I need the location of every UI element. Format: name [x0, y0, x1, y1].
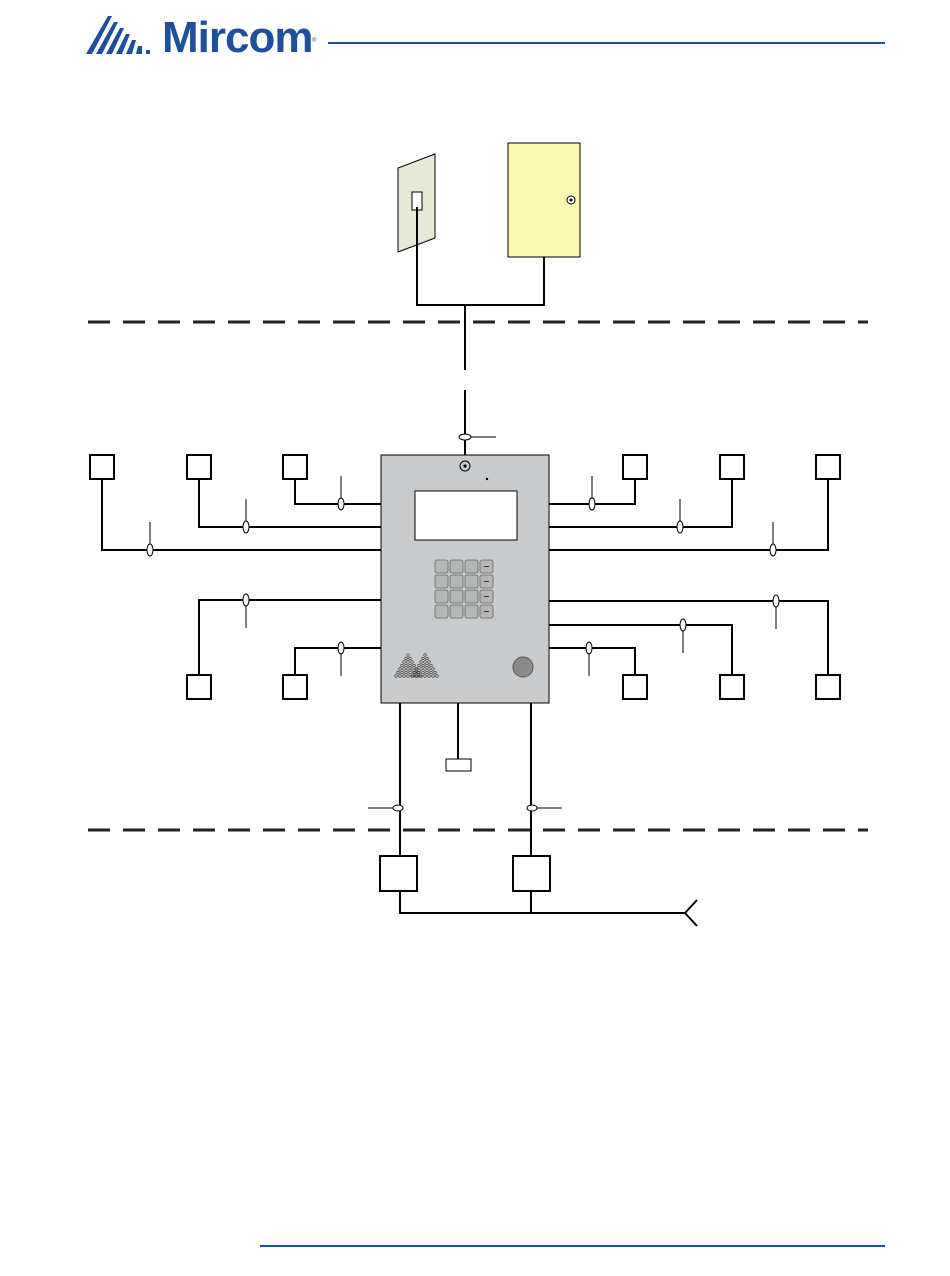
keypad-key [450, 560, 463, 573]
top-cable-marker [459, 434, 496, 440]
station-left-3 [283, 455, 307, 479]
cable-marker [338, 498, 344, 510]
station-left-2 [187, 455, 211, 479]
cable-marker [680, 619, 686, 631]
cable-marker [589, 498, 595, 510]
bottom-wiring [400, 703, 697, 926]
cable-marker [677, 521, 683, 533]
keypad-key [435, 560, 448, 573]
station-left-1 [90, 455, 114, 479]
station-right-6 [816, 675, 840, 699]
panel-camera-icon [513, 657, 533, 677]
bottom-cable-markers [368, 805, 562, 811]
station-left-5 [283, 675, 307, 699]
station-left-4 [187, 675, 211, 699]
keypad-key [465, 560, 478, 573]
footer-divider [260, 1245, 885, 1247]
station-right-4 [623, 675, 647, 699]
keypad-key [450, 605, 463, 618]
station-wire [295, 479, 381, 504]
station-wire [295, 648, 381, 675]
panel-indicator-icon [486, 478, 488, 480]
bottom-module-right [513, 856, 550, 891]
station-wire [549, 601, 828, 675]
cable-marker [773, 595, 779, 607]
bottom-small-module [446, 759, 471, 771]
keypad-key [465, 605, 478, 618]
station-right-3 [816, 455, 840, 479]
panel-display [415, 491, 517, 540]
station-wire [102, 479, 381, 550]
cable-marker [338, 642, 344, 654]
keypad-key [450, 590, 463, 603]
keypad-key [435, 605, 448, 618]
entrance-panel [381, 455, 549, 703]
keypad-key [435, 590, 448, 603]
keypad-key [465, 575, 478, 588]
cable-marker [586, 642, 592, 654]
station-wire [199, 600, 381, 675]
station-right-5 [720, 675, 744, 699]
bottom-module-left [380, 856, 417, 891]
station-right-2 [720, 455, 744, 479]
cable-marker [147, 544, 153, 556]
keypad-key [450, 575, 463, 588]
station-wire [549, 648, 635, 675]
keypad-key [435, 575, 448, 588]
station-wire [549, 625, 732, 675]
keypad-key [465, 590, 478, 603]
cable-marker [243, 521, 249, 533]
cable-marker [243, 594, 249, 606]
cable-marker [770, 544, 776, 556]
station-wire [549, 479, 828, 550]
station-right-1 [623, 455, 647, 479]
control-cabinet [508, 143, 580, 257]
